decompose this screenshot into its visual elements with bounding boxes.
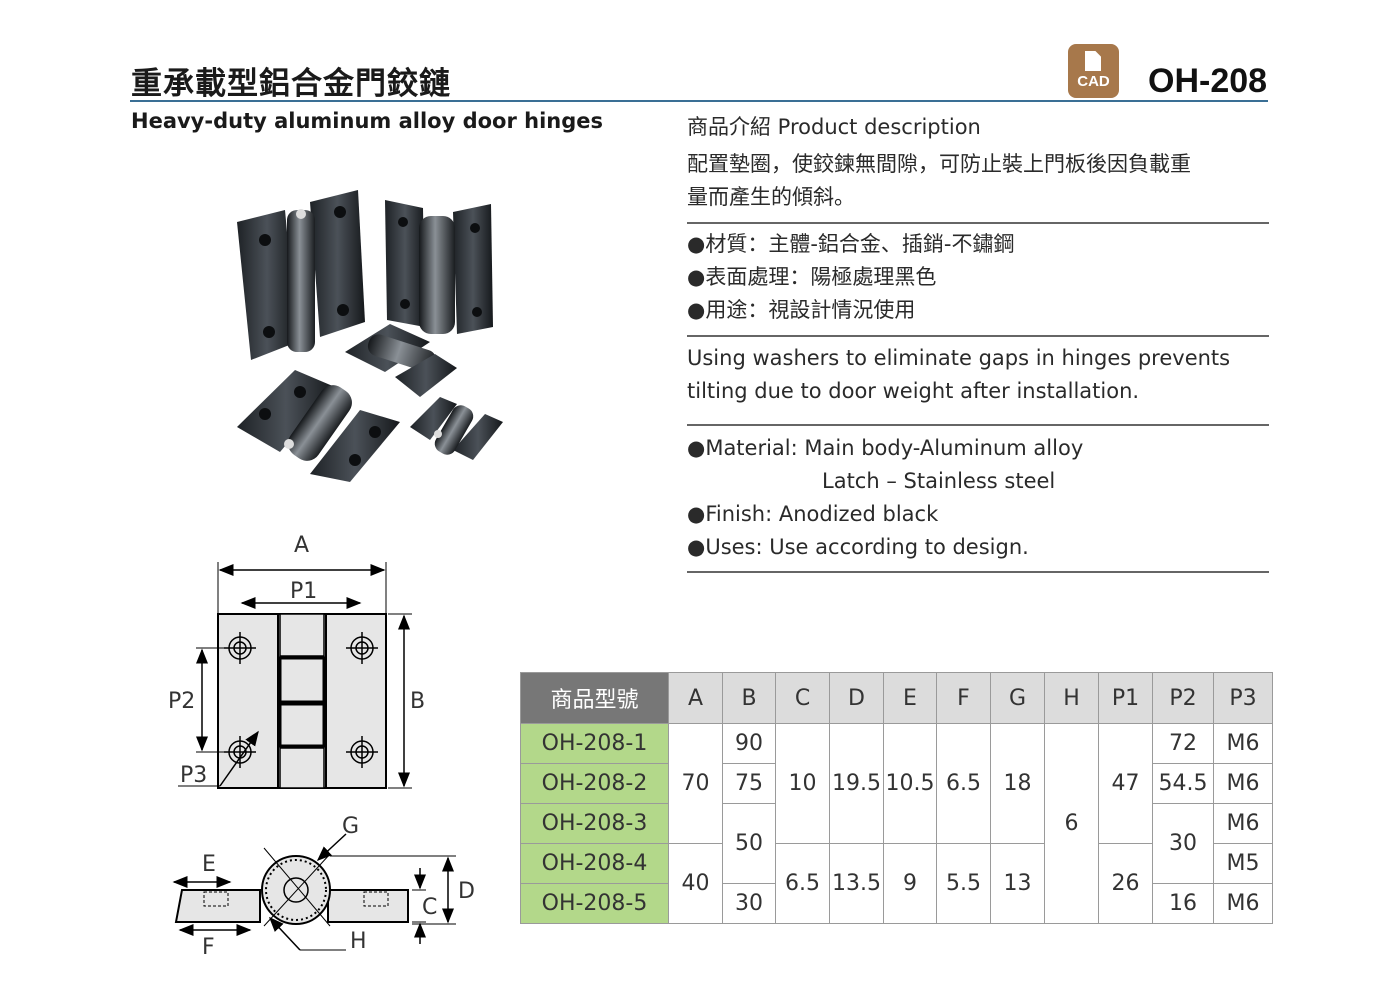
cell-g: 18 (990, 723, 1045, 844)
description-zh-line: 量而產生的傾斜。 (687, 185, 855, 209)
cell-p3: M6 (1213, 723, 1273, 764)
dim-label-p2: P2 (168, 689, 195, 714)
product-photo (237, 190, 503, 482)
header-b: B (722, 672, 776, 724)
cell-p3: M5 (1213, 843, 1273, 884)
cell-c: 10 (775, 723, 830, 844)
dim-label-g: G (342, 814, 359, 839)
dim-label-b: B (410, 689, 425, 714)
dim-label-p3: P3 (180, 763, 207, 788)
divider (687, 335, 1269, 337)
header-p2: P2 (1152, 672, 1214, 724)
cell-p3: M6 (1213, 763, 1273, 804)
divider (687, 222, 1269, 224)
header-e: E (883, 672, 937, 724)
cell-g: 13 (990, 843, 1045, 924)
hinge-small-horizontal (345, 324, 457, 397)
dim-label-h: H (350, 929, 367, 954)
table-row: OH-208-5 30 16 M6 (520, 883, 1273, 924)
header-g: G (990, 672, 1045, 724)
spec-en-uses: ●Uses: Use according to design. (687, 535, 1029, 559)
cell-p2: 16 (1152, 883, 1214, 924)
front-view (178, 562, 412, 789)
cell-b: 90 (722, 723, 776, 764)
model-cell: OH-208-1 (520, 723, 669, 764)
cell-d: 13.5 (829, 843, 884, 924)
cell-a: 70 (668, 723, 723, 844)
description-en-line: Using washers to eliminate gaps in hinge… (687, 346, 1231, 370)
cell-p1: 26 (1098, 843, 1153, 924)
cad-label: CAD (1077, 73, 1110, 90)
cell-b: 30 (722, 883, 776, 924)
dim-label-f: F (202, 935, 215, 960)
header-c: C (775, 672, 830, 724)
spec-zh-material: ●材質：主體-鋁合金、插銷-不鏽鋼 (687, 232, 1015, 256)
header-a: A (668, 672, 723, 724)
cell-p2: 54.5 (1152, 763, 1214, 804)
header-p3: P3 (1213, 672, 1273, 724)
dim-label-p1: P1 (290, 579, 317, 604)
description-zh-line: 配置墊圈，使鉸鍊無間隙，可防止裝上門板後因負載重 (687, 152, 1191, 176)
cell-c: 6.5 (775, 843, 830, 924)
spec-zh-uses: ●用途：視設計情況使用 (687, 298, 916, 322)
cell-e: 10.5 (883, 723, 937, 844)
title-divider (130, 100, 1268, 102)
spec-en-material-latch: Latch – Stainless steel (822, 469, 1056, 493)
mounting-hole (224, 632, 378, 768)
hinge-flat (237, 370, 400, 482)
cell-e: 9 (883, 843, 937, 924)
hinge-medium-vertical (385, 200, 493, 334)
table-row: OH-208-3 50 30 M6 (520, 803, 1273, 884)
cell-p2: 30 (1152, 803, 1214, 884)
cell-p1: 47 (1098, 723, 1153, 844)
header-p1: P1 (1098, 672, 1153, 724)
header-d: D (829, 672, 884, 724)
divider (687, 571, 1269, 573)
cell-a: 40 (668, 843, 723, 924)
side-view (172, 833, 456, 951)
table-row: OH-208-4 40 6.5 13.5 9 5.5 13 26 M5 (520, 843, 1273, 924)
table-row: OH-208-1 70 90 10 19.5 10.5 6.5 18 6 47 … (520, 723, 1273, 924)
cad-download-icon[interactable]: CAD (1068, 44, 1119, 98)
table-row: OH-208-2 75 54.5 M6 (520, 763, 1273, 804)
dim-label-e: E (202, 852, 216, 877)
cell-b: 75 (722, 763, 776, 804)
spec-table: 商品型號 A B C D E F G H P1 P2 P3 OH-208-1 7… (520, 672, 1273, 924)
model-cell: OH-208-5 (520, 883, 669, 924)
spec-zh-finish: ●表面處理：陽極處理黑色 (687, 265, 937, 289)
header-model: 商品型號 (520, 672, 669, 724)
spec-en-material: ●Material: Main body-Aluminum alloy (687, 436, 1084, 460)
cell-p3: M6 (1213, 803, 1273, 844)
table-header-row: 商品型號 A B C D E F G H P1 P2 P3 (520, 672, 1273, 724)
header-h: H (1044, 672, 1099, 724)
hinge-large-vertical (237, 190, 365, 360)
description-heading: 商品介紹 Product description (687, 115, 981, 139)
header-f: F (936, 672, 991, 724)
model-cell: OH-208-2 (520, 763, 669, 804)
cell-b: 50 (722, 803, 776, 884)
description-en-line: tilting due to door weight after install… (687, 379, 1140, 403)
hinge-mini (410, 397, 503, 460)
spec-en-finish: ●Finish: Anodized black (687, 502, 939, 526)
model-cell: OH-208-3 (520, 803, 669, 844)
dim-label-d: D (458, 879, 475, 904)
page-subtitle: Heavy-duty aluminum alloy door hinges (131, 109, 604, 133)
cell-f: 5.5 (936, 843, 991, 924)
cell-h: 6 (1044, 723, 1099, 924)
cell-p3: M6 (1213, 883, 1273, 924)
cell-f: 6.5 (936, 723, 991, 844)
dim-label-c: C (422, 895, 437, 920)
cell-d: 19.5 (829, 723, 884, 844)
divider (687, 424, 1269, 426)
document-icon (1085, 51, 1101, 71)
model-cell: OH-208-4 (520, 843, 669, 884)
dim-label-a: A (294, 533, 309, 558)
technical-drawing: A P1 P2 B P3 G E C D F H (168, 533, 475, 960)
page-title: 重承載型鋁合金門鉸鏈 (131, 66, 451, 102)
cell-p2: 72 (1152, 723, 1214, 764)
model-code: OH-208 (1148, 62, 1268, 100)
